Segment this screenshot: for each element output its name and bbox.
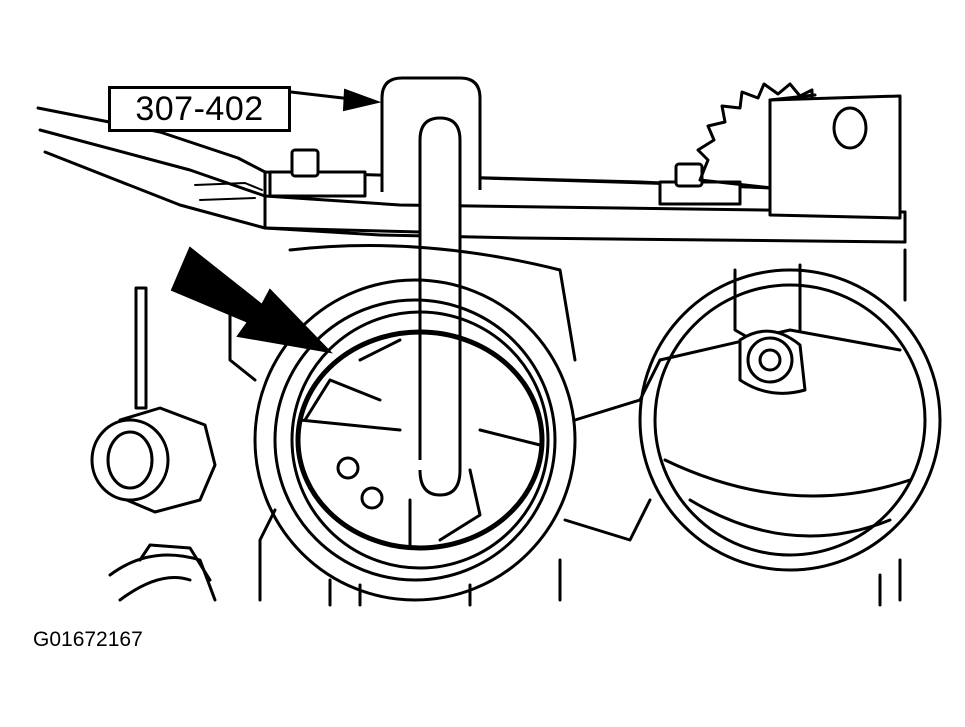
frame-bolt-left: [268, 148, 367, 198]
tool-number-label: 307-402: [135, 89, 264, 128]
callout-leader-arrow: [289, 88, 382, 112]
figure-id-label: G01672167: [33, 628, 143, 651]
hex-nut: [90, 406, 217, 514]
engine-housing: [228, 244, 907, 607]
right-pulley: [638, 263, 942, 572]
lower-bolt: [108, 543, 217, 602]
special-tool-307-402: [380, 76, 482, 497]
alignment-pin: [134, 286, 148, 410]
mount-bracket: [768, 93, 902, 220]
pointer-arrow-icon: [170, 246, 333, 354]
tool-number-callout: 307-402: [108, 86, 291, 132]
left-pulley: [253, 278, 577, 602]
